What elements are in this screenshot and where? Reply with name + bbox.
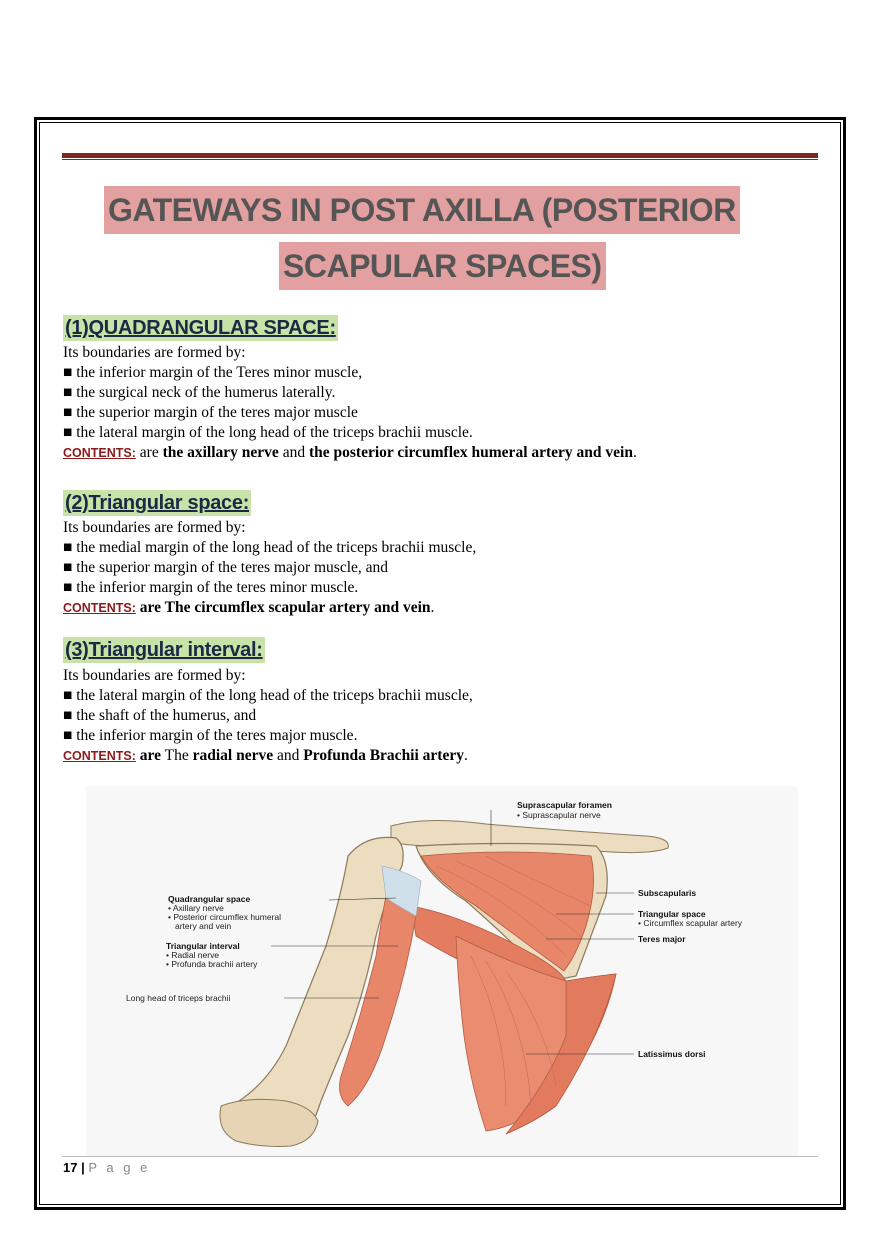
contents-line: CONTENTS: are the axillary nerve and the…: [63, 443, 637, 463]
label-radial-nerve: • Radial nerve: [166, 950, 219, 960]
contents-item: the axillary nerve: [162, 444, 279, 461]
footer-separator: |: [81, 1160, 85, 1175]
section-heading-triangular-interval: (3)Triangular interval:: [63, 637, 265, 663]
contents-text: and: [273, 747, 304, 764]
section-heading-triangular-space: (2)Triangular space:: [63, 490, 252, 516]
page-border-inner: [39, 122, 841, 1205]
page-title-line2: SCAPULAR SPACES): [279, 242, 606, 290]
boundary-item: ■ the surgical neck of the humerus later…: [63, 384, 336, 401]
label-latissimus-dorsi: Latissimus dorsi: [638, 1049, 706, 1059]
contents-label: CONTENTS:: [63, 446, 136, 460]
humerus-distal-shape: [219, 1098, 319, 1147]
contents-item: the posterior circumflex humeral artery …: [308, 444, 633, 461]
label-triangular-space: Triangular space: [638, 909, 706, 919]
footer-rule: [62, 1156, 818, 1157]
contents-text: .: [430, 599, 435, 616]
boundary-item: ■ the inferior margin of the teres minor…: [63, 579, 359, 596]
header-rule-thin: [62, 159, 818, 160]
posterior-scapula-illustration: Suprascapular foramen • Suprascapular ne…: [86, 786, 798, 1156]
label-quadrangular-space: Quadrangular space: [168, 894, 250, 904]
label-triangular-interval: Triangular interval: [166, 941, 240, 951]
label-suprascapular-foramen: Suprascapular foramen: [517, 800, 612, 810]
label-axillary-nerve: • Axillary nerve: [168, 903, 224, 913]
boundary-item: ■ the superior margin of the teres major…: [63, 404, 358, 421]
boundary-item: ■ the lateral margin of the long head of…: [63, 424, 473, 441]
contents-line: CONTENTS: are The circumflex scapular ar…: [63, 598, 434, 618]
contents-item: Profunda Brachii artery: [303, 747, 464, 764]
label-subscapularis: Subscapularis: [638, 888, 696, 898]
boundary-item: ■ the shaft of the humerus, and: [63, 707, 257, 724]
section-heading-quadrangular: (1)QUADRANGULAR SPACE:: [63, 315, 338, 341]
contents-text: .: [463, 747, 468, 764]
contents-item: are: [139, 747, 162, 764]
section-intro: Its boundaries are formed by:: [63, 519, 246, 536]
boundary-item: ■ the lateral margin of the long head of…: [63, 687, 473, 704]
label-suprascapular-nerve: • Suprascapular nerve: [517, 810, 601, 820]
tendon-highlight: [381, 865, 422, 917]
boundary-item: ■ the inferior margin of the teres major…: [63, 727, 358, 744]
label-leader-lines: [271, 810, 634, 1055]
triceps-long-head-muscle: [339, 895, 417, 1107]
contents-text: The: [161, 747, 193, 764]
contents-text: .: [632, 444, 637, 461]
page-word: P a g e: [88, 1160, 151, 1175]
contents-label: CONTENTS:: [63, 749, 136, 763]
page-footer: 17 | P a g e: [63, 1160, 150, 1175]
muscle-fibers: [435, 855, 592, 1107]
contents-text: are: [135, 444, 163, 461]
section-intro: Its boundaries are formed by:: [63, 667, 246, 684]
boundary-item: ■ the medial margin of the long head of …: [63, 539, 477, 556]
label-artery-and-vein: artery and vein: [175, 921, 231, 931]
label-long-head-triceps: Long head of triceps brachii: [126, 993, 231, 1003]
page-border-outer: [34, 117, 846, 1210]
contents-text: and: [278, 444, 309, 461]
page-number: 17: [63, 1160, 78, 1175]
humerus-shape: [230, 836, 404, 1132]
label-posterior-circumflex: • Posterior circumflex humeral: [168, 912, 281, 922]
label-profunda-brachii: • Profunda brachii artery: [166, 959, 258, 969]
contents-item: are The circumflex scapular artery and v…: [139, 599, 431, 616]
boundary-item: ■ the inferior margin of the Teres minor…: [63, 364, 363, 381]
section-intro: Its boundaries are formed by:: [63, 344, 246, 361]
page-title-line1: GATEWAYS IN POST AXILLA (POSTERIOR: [104, 186, 740, 234]
boundary-item: ■ the superior margin of the teres major…: [63, 559, 389, 576]
contents-line: CONTENTS: are The radial nerve and Profu…: [63, 746, 468, 766]
header-rule: [62, 153, 818, 158]
label-teres-major: Teres major: [638, 934, 686, 944]
contents-label: CONTENTS:: [63, 601, 136, 615]
contents-item: radial nerve: [192, 747, 274, 764]
label-circumflex-scapular: • Circumflex scapular artery: [638, 918, 743, 928]
